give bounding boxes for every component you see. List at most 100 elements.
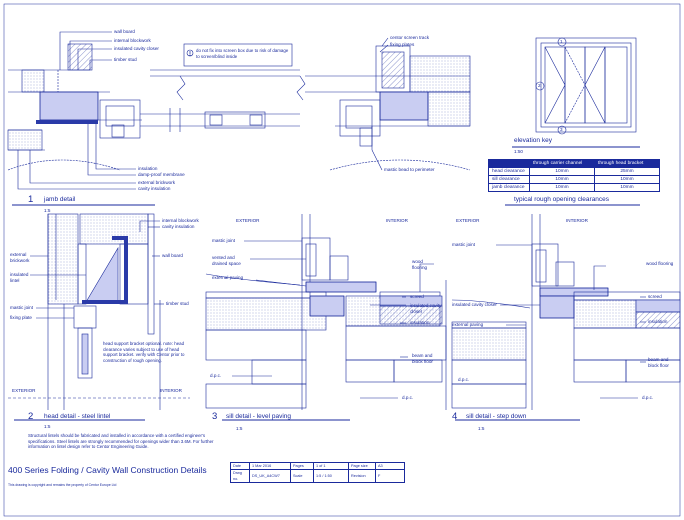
warning-note: do not fix into screen box due to risk o… <box>196 48 289 59</box>
sill4-label-mastic-joint: mastic joint <box>452 242 475 247</box>
label-centor-screen-track: centor screen track <box>390 35 430 40</box>
table-cell: 10mm <box>594 175 660 184</box>
sill-level-drawing <box>205 214 447 421</box>
head-label-wall-board: wall board <box>162 253 183 258</box>
sill4-number: 4 <box>452 411 458 422</box>
clearances-title: typical rough opening clearances <box>514 196 610 203</box>
sill4-exterior-label: EXTERIOR <box>456 218 480 223</box>
clearance-header-cell: through carrier channel <box>529 159 595 168</box>
table-cell: 25mm <box>594 167 660 176</box>
head-detail-drawing <box>8 213 190 421</box>
head-number: 2 <box>28 411 34 422</box>
head-label-insulated-lintel: insulated lintel <box>10 272 29 283</box>
sill4-label-screed: screed <box>648 294 662 299</box>
label-external-brickwork: external brickwork <box>138 180 176 185</box>
sill3-label-dpc-2: d.p.c. <box>402 395 414 400</box>
head-label-fixing-plate: fixing plate <box>10 315 32 320</box>
copyright-note: This drawing is copyright and remains th… <box>8 483 117 487</box>
table-cell: Pages <box>290 462 314 470</box>
head-bracket-note: head support bracket optional. note: hea… <box>103 341 185 363</box>
table-cell: 10mm <box>529 175 595 184</box>
label-cavity-insulation: cavity insulation <box>138 186 171 191</box>
sill3-exterior-label: EXTERIOR <box>236 218 260 223</box>
table-cell: 10mm <box>529 167 595 176</box>
table-cell: Revision <box>348 469 376 483</box>
jamb-title: jamb detail <box>44 196 76 203</box>
head-scale: 1:5 <box>44 424 51 429</box>
sill4-interior-label: INTERIOR <box>566 218 588 223</box>
label-wall-board: wall board <box>114 29 135 34</box>
table-row: Drwg no. DS_UK_A4CW7 Scale 1:5 / 1:50 Re… <box>230 469 405 483</box>
clearance-header-row: through carrier channel through head bra… <box>488 159 660 168</box>
head-exterior-label: EXTERIOR <box>12 388 36 393</box>
label-fixing-plates: fixing plates <box>390 42 415 47</box>
table-row: Date 1 Mar 2016 Pages 1 of 1 Page size A… <box>230 462 405 470</box>
elev-mark-3: 3 <box>560 127 563 132</box>
sill3-label-cavity-closer: insulated cavity closer <box>410 303 442 314</box>
sill3-label-insulation: insulation <box>410 320 430 325</box>
warning-icon <box>186 49 194 57</box>
sill3-label-dpc-1: d.p.c. <box>210 373 222 378</box>
sill4-label-cavity-closer: insulated cavity closer <box>452 302 497 307</box>
sill3-number: 3 <box>212 411 218 422</box>
jamb-scale: 1:5 <box>44 208 51 213</box>
table-cell: sill clearance <box>488 175 530 184</box>
clearance-header-cell: through head bracket <box>594 159 660 168</box>
table-cell: head clearance <box>488 167 530 176</box>
elev-mark-2: 2 <box>538 83 541 88</box>
table-cell: Drwg no. <box>230 469 250 483</box>
sill4-label-insulation: insulation <box>648 319 668 324</box>
sill4-label-dpc-2: d.p.c. <box>642 395 654 400</box>
head-label-cavity-insulation: cavity insulation <box>162 224 195 229</box>
title-block: Date 1 Mar 2016 Pages 1 of 1 Page size A… <box>230 462 405 483</box>
head-label-timber-stud: timber stud <box>166 301 189 306</box>
elev-mark-1: 1 <box>560 39 563 44</box>
table-cell: Page size <box>348 462 376 470</box>
elevation-key-scale: 1:50 <box>514 149 523 154</box>
head-label-external-brickwork: external brickwork <box>10 252 30 263</box>
table-row: jamb clearance 10mm 10mm <box>488 183 660 192</box>
sill4-scale: 1:5 <box>478 426 485 431</box>
table-cell: 1 Mar 2016 <box>249 462 291 470</box>
sill3-interior-label: INTERIOR <box>386 218 408 223</box>
clearance-header-cell <box>488 159 530 168</box>
sill-step-drawing <box>451 214 681 421</box>
table-cell: F <box>375 469 405 483</box>
jamb-number: 1 <box>28 194 34 205</box>
label-timber-stud: timber stud <box>114 57 137 62</box>
clearance-table: through carrier channel through head bra… <box>488 159 660 192</box>
sill3-label-screed: screed <box>410 294 424 299</box>
jamb-detail-drawing <box>7 31 471 206</box>
head-label-mastic-joint: mastic joint <box>10 305 33 310</box>
table-cell: 10mm <box>529 183 595 192</box>
elevation-key-drawing <box>512 37 640 148</box>
sill3-title: sill detail - level paving <box>226 413 292 420</box>
structural-note: Structural lintels should be fabricated … <box>28 433 214 449</box>
table-cell: 1 of 1 <box>313 462 349 470</box>
table-cell: 10mm <box>594 183 660 192</box>
sill4-label-external-paving: external paving <box>452 322 484 327</box>
head-interior-label: INTERIOR <box>160 388 182 393</box>
table-cell: 1:5 / 1:50 <box>313 469 349 483</box>
sheet-title: 400 Series Folding / Cavity Wall Constru… <box>8 465 207 475</box>
sill4-label-wood-flooring: wood flooring <box>646 261 674 266</box>
sill3-label-mastic-joint: mastic joint <box>212 238 235 243</box>
table-row: sill clearance 10mm 10mm <box>488 175 660 184</box>
label-internal-blockwork: internal blockwork <box>114 38 151 43</box>
label-insulation: insulation <box>138 166 158 171</box>
label-dpm: damp-proof membrane <box>138 172 185 177</box>
sill3-label-wood-flooring: wood flooring <box>412 259 428 270</box>
sill4-label-dpc-1: d.p.c. <box>458 377 470 382</box>
sill4-label-beam-block: beam and block floor <box>648 357 669 368</box>
elevation-key-title: elevation key <box>514 137 552 144</box>
label-mastic-bead: mastic bead to perimeter <box>384 167 435 172</box>
table-cell: DS_UK_A4CW7 <box>249 469 291 483</box>
sill3-label-beam-block: beam and block floor <box>412 353 433 364</box>
table-cell: A3 <box>375 462 405 470</box>
head-title: head detail - steel lintel <box>44 413 111 420</box>
sill3-label-external-paving: external paving <box>212 275 244 280</box>
table-cell: jamb clearance <box>488 183 530 192</box>
table-row: head clearance 10mm 25mm <box>488 167 660 176</box>
